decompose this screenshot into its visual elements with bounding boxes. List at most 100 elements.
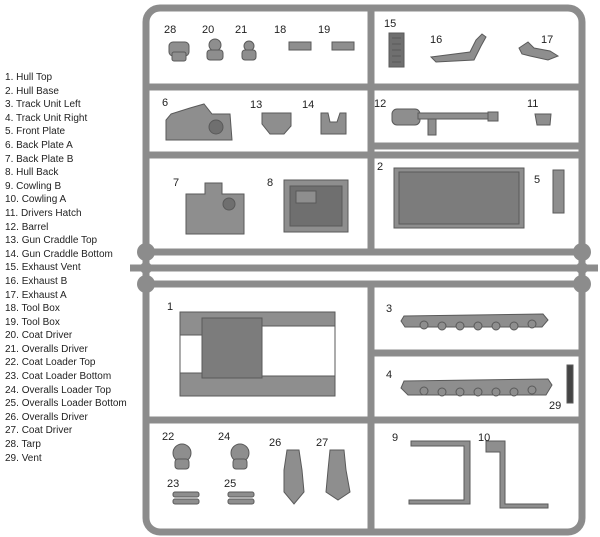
legend-item: 5. Front Plate [5, 125, 147, 139]
legend-part-name: Tool Box [21, 303, 60, 315]
part-7-back-plate-b [185, 182, 245, 235]
legend-number: 24 [5, 384, 17, 396]
legend-separator: . [10, 99, 16, 111]
legend-item: 13. Gun Craddle Top [5, 234, 147, 248]
legend-number: 29 [5, 452, 17, 464]
legend-separator: . [16, 343, 22, 355]
part-10-cowling-a [485, 440, 549, 509]
legend-number: 4 [5, 112, 11, 124]
part-26-overalls-driver [283, 449, 305, 505]
legend-item: 15. Exhaust Vent [5, 261, 147, 275]
legend-separator: . [16, 194, 22, 206]
legend-part-name: Coat Loader Bottom [21, 371, 112, 383]
legend-item: 12. Barrel [5, 221, 147, 235]
legend-number: 26 [5, 411, 17, 423]
part-11-drivers-hatch [534, 113, 552, 126]
legend-number: 28 [5, 439, 17, 451]
legend-part-name: Hull Top [16, 72, 53, 83]
part-19-tool-box [331, 41, 355, 51]
legend-number: 6 [5, 139, 11, 151]
legend-number: 25 [5, 398, 17, 410]
legend-number: 10 [5, 194, 17, 206]
legend-item: 9. Cowling B [5, 180, 147, 194]
legend-number: 8 [5, 167, 11, 179]
part-3-track-unit-left [400, 313, 549, 331]
legend-number: 19 [5, 316, 17, 328]
legend-part-name: Overalls Loader Top [21, 384, 111, 396]
part-label-1: 1 [167, 301, 173, 313]
legend-part-name: Tarp [21, 439, 41, 451]
part-label-19: 19 [318, 24, 330, 36]
legend-number: 2 [5, 85, 11, 97]
legend-separator: . [16, 398, 22, 410]
legend-part-name: Barrel [21, 221, 49, 233]
legend-separator: . [16, 235, 22, 247]
legend-separator: . [16, 371, 22, 383]
legend-item: 6. Back Plate A [5, 139, 147, 153]
legend-part-name: Overalls Driver [21, 343, 88, 355]
legend-separator: . [16, 262, 22, 274]
part-4-track-unit-right [400, 378, 553, 397]
legend-separator: . [15, 207, 21, 219]
legend-item: 26. Overalls Driver [5, 411, 147, 425]
legend-separator: . [16, 330, 22, 342]
legend-part-name: Overalls Driver [21, 411, 88, 423]
legend-number: 14 [5, 248, 17, 260]
part-label-12: 12 [374, 98, 386, 110]
legend-number: 11 [5, 207, 16, 219]
legend-separator: . [16, 452, 22, 464]
legend-separator: . [10, 180, 17, 192]
part-label-11: 11 [527, 98, 538, 110]
part-28-tarp [168, 41, 190, 62]
legend-item: 11. Drivers Hatch [5, 207, 147, 221]
legend-part-name: Coat Driver [21, 425, 73, 437]
legend-separator: . [10, 85, 17, 97]
legend-part-name: Back Plate A [16, 139, 73, 151]
sprue-frame [130, 4, 598, 536]
legend-separator: . [16, 221, 22, 233]
part-8-hull-back [283, 179, 349, 233]
part-label-2: 2 [377, 161, 383, 173]
legend-item: 2. Hull Base [5, 85, 147, 99]
part-label-9: 9 [392, 432, 398, 444]
legend-number: 5 [5, 126, 11, 138]
legend-item: 19. Tool Box [5, 316, 147, 330]
part-label-14: 14 [302, 99, 314, 111]
part-24-overalls-loader-top [230, 443, 250, 470]
legend-part-name: Coat Driver [21, 330, 73, 342]
legend-part-name: Track Unit Left [15, 99, 81, 111]
part-13-gun-craddle-top [261, 112, 292, 135]
part-label-8: 8 [267, 177, 273, 189]
part-label-7: 7 [173, 177, 179, 189]
legend-separator: . [16, 439, 22, 451]
legend-separator: . [16, 384, 22, 396]
legend-number: 20 [5, 330, 17, 342]
legend-separator: . [16, 289, 22, 301]
legend-separator: . [16, 357, 22, 369]
legend-item: 1. Hull Top [5, 71, 147, 85]
part-label-3: 3 [386, 303, 392, 315]
part-label-5: 5 [534, 174, 540, 186]
legend-item: 29. Vent [5, 452, 147, 466]
legend-part-name: Front Plate [16, 126, 66, 138]
legend-separator: . [10, 153, 17, 165]
legend-part-name: Track Unit Right [15, 112, 88, 124]
part-20-coat-driver [206, 38, 224, 61]
part-label-4: 4 [386, 369, 392, 381]
legend-number: 27 [5, 425, 17, 437]
legend-item: 27. Coat Driver [5, 424, 147, 438]
part-21-overalls-driver [241, 40, 257, 61]
legend-part-name: Tool Box [21, 316, 60, 328]
legend-part-name: Hull Base [16, 85, 59, 97]
legend-separator: . [16, 275, 22, 287]
legend-number: 22 [5, 357, 17, 369]
legend-number: 15 [5, 262, 17, 274]
legend-item: 3. Track Unit Left [5, 98, 147, 112]
part-label-26: 26 [269, 437, 281, 449]
part-12-barrel [391, 108, 499, 136]
legend-item: 18. Tool Box [5, 302, 147, 316]
legend-separator: . [16, 411, 22, 423]
part-label-15: 15 [384, 18, 396, 30]
part-29-vent [566, 364, 574, 404]
